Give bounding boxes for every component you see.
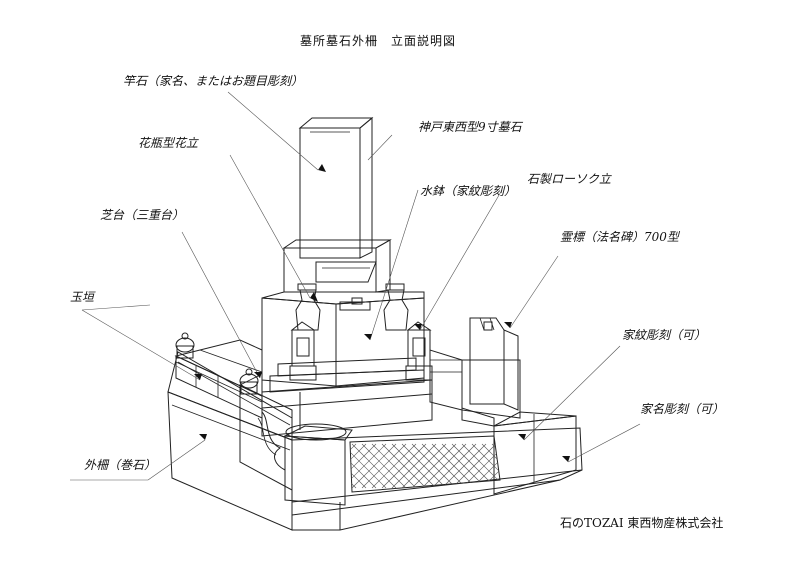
- shibadai-base: [261, 357, 433, 437]
- label-rousoku: 石製ローソク立: [527, 172, 612, 186]
- label-gaisaku: 外柵（巻石）: [84, 458, 157, 472]
- outer-fence: [167, 349, 583, 531]
- flower-vases: [295, 283, 409, 331]
- label-reihyo: 霊標（法名碑）700型: [560, 230, 679, 244]
- candle-lanterns: [289, 321, 433, 381]
- label-kamei: 家名彫刻（可）: [640, 402, 725, 416]
- label-kabin: 花瓶型花立: [138, 136, 199, 150]
- page-title: 墓所墓石外柵 立面説明図: [300, 34, 457, 48]
- company-footer: 石のTOZAI 東西物産株式会社: [560, 516, 724, 530]
- label-kobe-gravestone: 神戸東西型9寸墓石: [418, 120, 522, 134]
- lattice-floor: [349, 435, 501, 493]
- label-shibadai: 芝台（三重台）: [100, 208, 185, 222]
- pointer-markers: [194, 164, 570, 462]
- label-tamagaki: 玉垣: [70, 290, 95, 304]
- label-mizubachi: 水鉢（家紋彫刻）: [420, 184, 517, 198]
- label-saoishi: 竿石（家名、またはお題目彫刻）: [123, 74, 304, 88]
- leader-lines: [70, 91, 641, 481]
- main-gravestone: [261, 116, 425, 387]
- label-kamon: 家紋彫刻（可）: [622, 328, 707, 342]
- tamagaki-fence: [174, 332, 263, 419]
- reihyo-tablet: [469, 317, 519, 411]
